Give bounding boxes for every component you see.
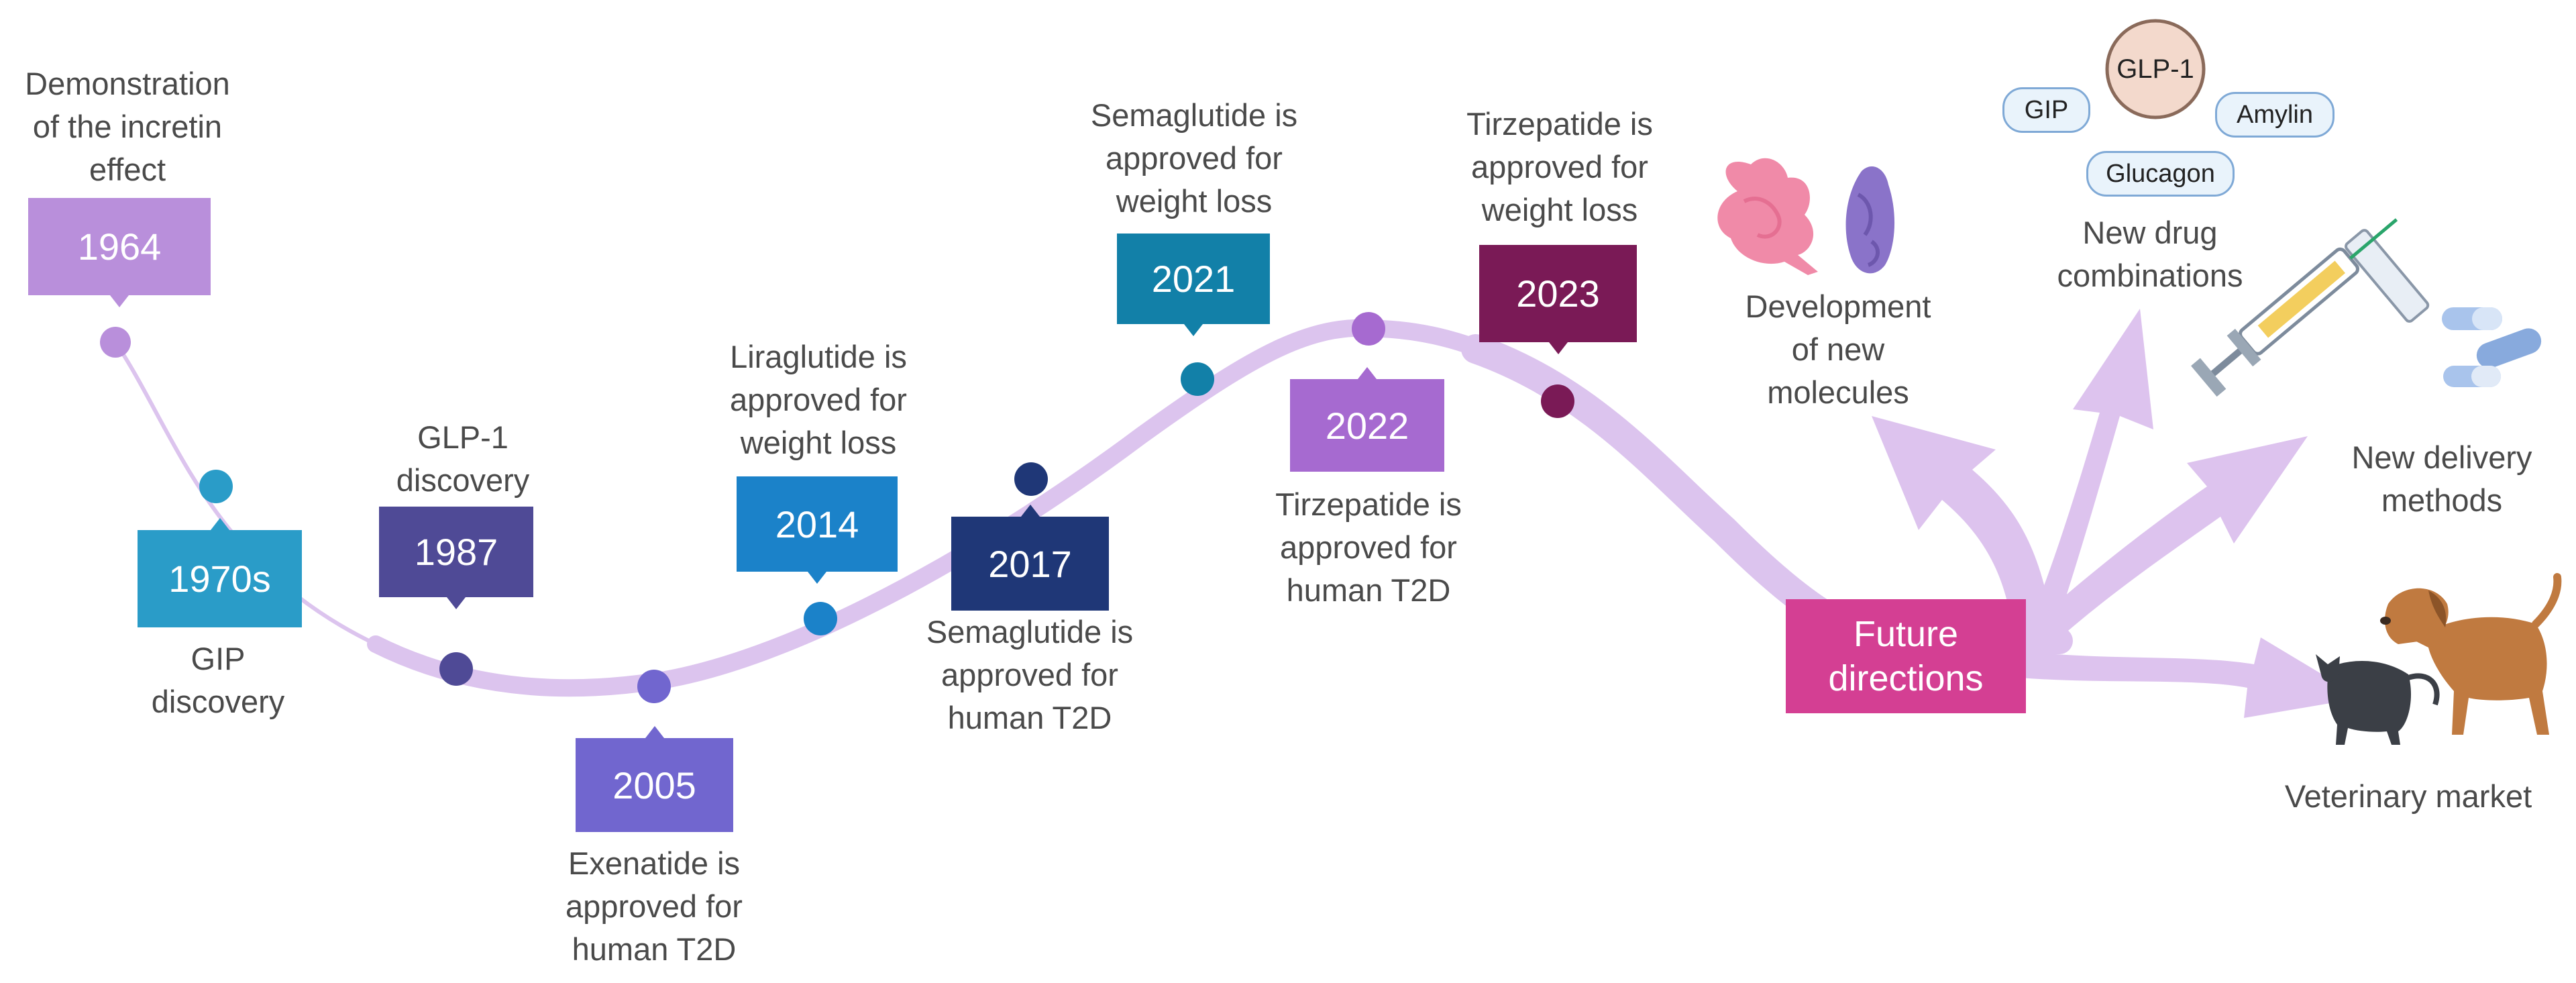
branch-label-combinations: New drug combinations [2057, 215, 2243, 293]
dot-2014 [804, 602, 837, 635]
year-label-2021: 2021 [1151, 258, 1236, 300]
caption-2022: Tirzepatide is approved for human T2D [1275, 486, 1462, 608]
capsule-icon [2442, 307, 2542, 387]
year-label-2005: 2005 [612, 764, 696, 807]
year-label-2014: 2014 [775, 503, 859, 546]
year-label-1964: 1964 [77, 225, 162, 268]
dot-2017 [1014, 462, 1048, 496]
caption-2021: Semaglutide is approved for weight loss [1090, 97, 1298, 219]
caption-1987: GLP-1 discovery [396, 419, 530, 498]
year-box-1987: 1987 [379, 507, 533, 609]
caption-1970s: GIP discovery [151, 641, 285, 719]
pill-gip: GIP [2002, 87, 2090, 133]
dot-2021 [1181, 362, 1214, 396]
branch-label-delivery: New delivery methods [2351, 439, 2532, 518]
caption-1964: Demonstration of the incretin effect [25, 66, 230, 187]
pill-glucagon: Glucagon [2086, 151, 2235, 197]
branch-label-veterinary: Veterinary market [2284, 778, 2532, 814]
future-directions-box: Future directions [1786, 599, 2026, 713]
dot-2023 [1541, 384, 1574, 418]
dot-1987 [439, 652, 473, 686]
pill-glp1-label: GLP-1 [2116, 54, 2194, 84]
cat-icon [2316, 654, 2440, 745]
branch-label-molecules: Development of new molecules [1745, 289, 1931, 410]
year-box-2023: 2023 [1479, 245, 1637, 354]
dot-1970s [199, 470, 233, 503]
year-label-2017: 2017 [988, 542, 1072, 585]
year-label-1970s: 1970s [168, 558, 271, 600]
pill-amylin: Amylin [2215, 92, 2334, 138]
year-box-1970s: 1970s [138, 518, 302, 627]
year-box-2005: 2005 [576, 726, 733, 832]
dot-1964 [100, 327, 131, 358]
year-box-2014: 2014 [737, 476, 898, 584]
year-box-1964: 1964 [28, 198, 211, 307]
dot-2022 [1352, 312, 1385, 346]
year-box-2021: 2021 [1117, 234, 1270, 336]
dot-2005 [637, 670, 671, 703]
year-label-2023: 2023 [1516, 272, 1600, 315]
caption-2017: Semaglutide is approved for human T2D [926, 614, 1134, 735]
caption-2014: Liraglutide is approved for weight loss [730, 339, 907, 460]
caption-2023: Tirzepatide is approved for weight loss [1466, 106, 1653, 227]
year-label-1987: 1987 [414, 531, 498, 573]
future-arrows [1872, 309, 2361, 718]
syringe-icon [2191, 218, 2430, 397]
caption-2005: Exenatide is approved for human T2D [566, 845, 743, 967]
year-box-2017: 2017 [951, 505, 1109, 611]
dog-icon [2380, 573, 2562, 735]
glp1-molecule-icon [2105, 19, 2206, 119]
year-label-2022: 2022 [1325, 404, 1409, 447]
protein-molecule-icon [1717, 158, 1895, 275]
year-box-2022: 2022 [1290, 367, 1444, 472]
